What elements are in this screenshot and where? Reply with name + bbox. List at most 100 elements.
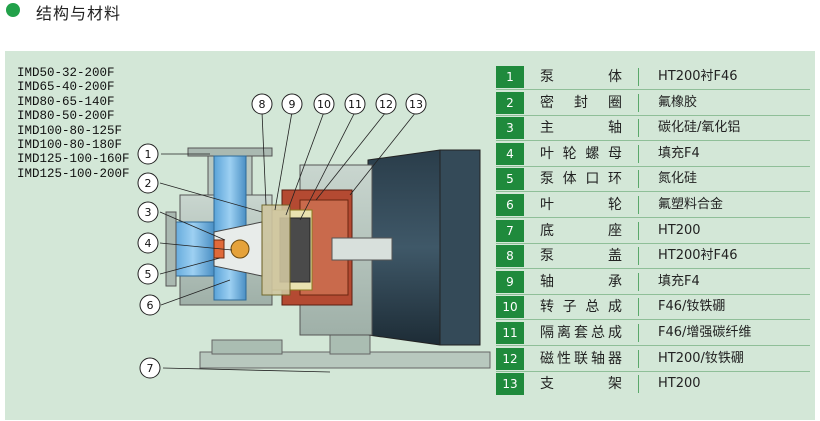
part-number-badge: 2 [496,92,524,114]
part-name-char: 叶 [540,197,554,213]
part-name-char: 支 [540,376,554,392]
impeller-nut [230,239,250,259]
column-divider [638,375,639,393]
row-divider [496,243,810,244]
callout-circle-9 [281,93,303,115]
part-name-char: 泵 [540,171,554,187]
part-name-char: 转 [540,299,554,315]
model-item: IMD100-80-180F [17,138,123,153]
part-name-char: 成 [607,299,622,315]
part-material: 填充F4 [658,274,700,289]
column-divider [638,324,639,342]
part-number-badge: 1 [496,66,524,88]
bullet-dot-icon [6,3,20,17]
callout-circle-11 [344,93,366,115]
callout-label-4: 4 [145,237,152,250]
part-number-badge: 4 [496,143,524,165]
callout-label-6: 6 [147,299,154,312]
model-item: IMD65-40-200F [17,80,115,95]
outlet-flange [187,147,273,157]
part-name-char: 螺 [585,146,600,162]
part-name-char: 封 [574,95,588,111]
part-name-char: 总 [585,299,600,315]
part-name-char: 密 [540,95,554,111]
part-name: 泵盖 [540,245,622,267]
callout-label-12: 12 [379,98,393,111]
part-material: HT200 [658,376,701,391]
part-name-char: 环 [607,171,622,187]
column-divider [638,68,639,86]
part-material: 氟橡胶 [658,95,698,110]
inlet-channel [171,221,215,277]
part-name-char: 承 [608,274,622,290]
part-material: HT200/钕铁硼 [658,351,744,366]
part-name-char: 泵 [540,69,554,85]
column-divider [638,350,639,368]
part-name-char: 母 [607,146,622,162]
pump-cover [261,204,291,296]
part-number-badge: 12 [496,348,524,370]
part-name: 叶轮 [540,194,622,216]
part-name-char: 轴 [540,274,554,290]
part-number-badge: 7 [496,220,524,242]
callout-label-11: 11 [348,98,362,111]
part-name-char: 联 [574,351,588,367]
part-number-badge: 3 [496,117,524,139]
part-name-char: 口 [585,171,600,187]
callout-circle-8 [251,93,273,115]
row-divider [496,115,810,116]
column-divider [638,222,639,240]
part-material: HT200衬F46 [658,248,738,263]
column-divider [638,119,639,137]
part-name: 主轴 [540,117,622,139]
part-name-char: 架 [608,376,622,392]
callout-circle-10 [313,93,335,115]
callout-circle-2 [137,172,159,194]
part-material: F46/增强碳纤维 [658,325,752,340]
model-item: IMD125-100-200F [17,166,130,181]
part-material: 氟塑料合金 [658,197,724,212]
callout-label-5: 5 [145,268,152,281]
column-divider [638,196,639,214]
part-name-char: 总 [591,325,605,341]
drive-shaft [331,237,393,261]
part-material: 氮化硅 [658,171,698,186]
part-name-char: 圈 [608,95,622,111]
part-name-char: 座 [608,223,622,239]
column-divider [638,247,639,265]
model-list: IMD50-32-200F IMD65-40-200F IMD80-65-140… [17,66,130,181]
part-number-badge: 6 [496,194,524,216]
callout-circle-3 [137,201,159,223]
callout-label-9: 9 [289,98,296,111]
model-item: IMD80-65-140F [17,94,115,109]
part-name-char: 轴 [591,351,605,367]
part-name-char: 体 [562,171,577,187]
part-material: HT200衬F46 [658,69,738,84]
part-name-char: 器 [608,351,622,367]
callout-circle-12 [375,93,397,115]
row-divider [496,140,810,141]
part-material: 碳化硅/氧化铝 [658,120,741,135]
part-name-char: 轴 [608,120,622,136]
parts-table-row: 3 主轴 碳化硅/氧化铝 [496,117,810,139]
part-number-badge: 11 [496,322,524,344]
callout-circle-5 [137,263,159,285]
part-name: 叶轮螺母 [540,143,622,165]
callout-label-13: 13 [409,98,423,111]
part-name: 泵体 [540,66,622,88]
part-name-char: 子 [562,299,577,315]
part-name-char: 叶 [540,146,554,162]
part-name: 支架 [540,373,622,395]
column-divider [638,170,639,188]
callout-label-2: 2 [145,177,152,190]
part-name-char: 底 [540,223,554,239]
